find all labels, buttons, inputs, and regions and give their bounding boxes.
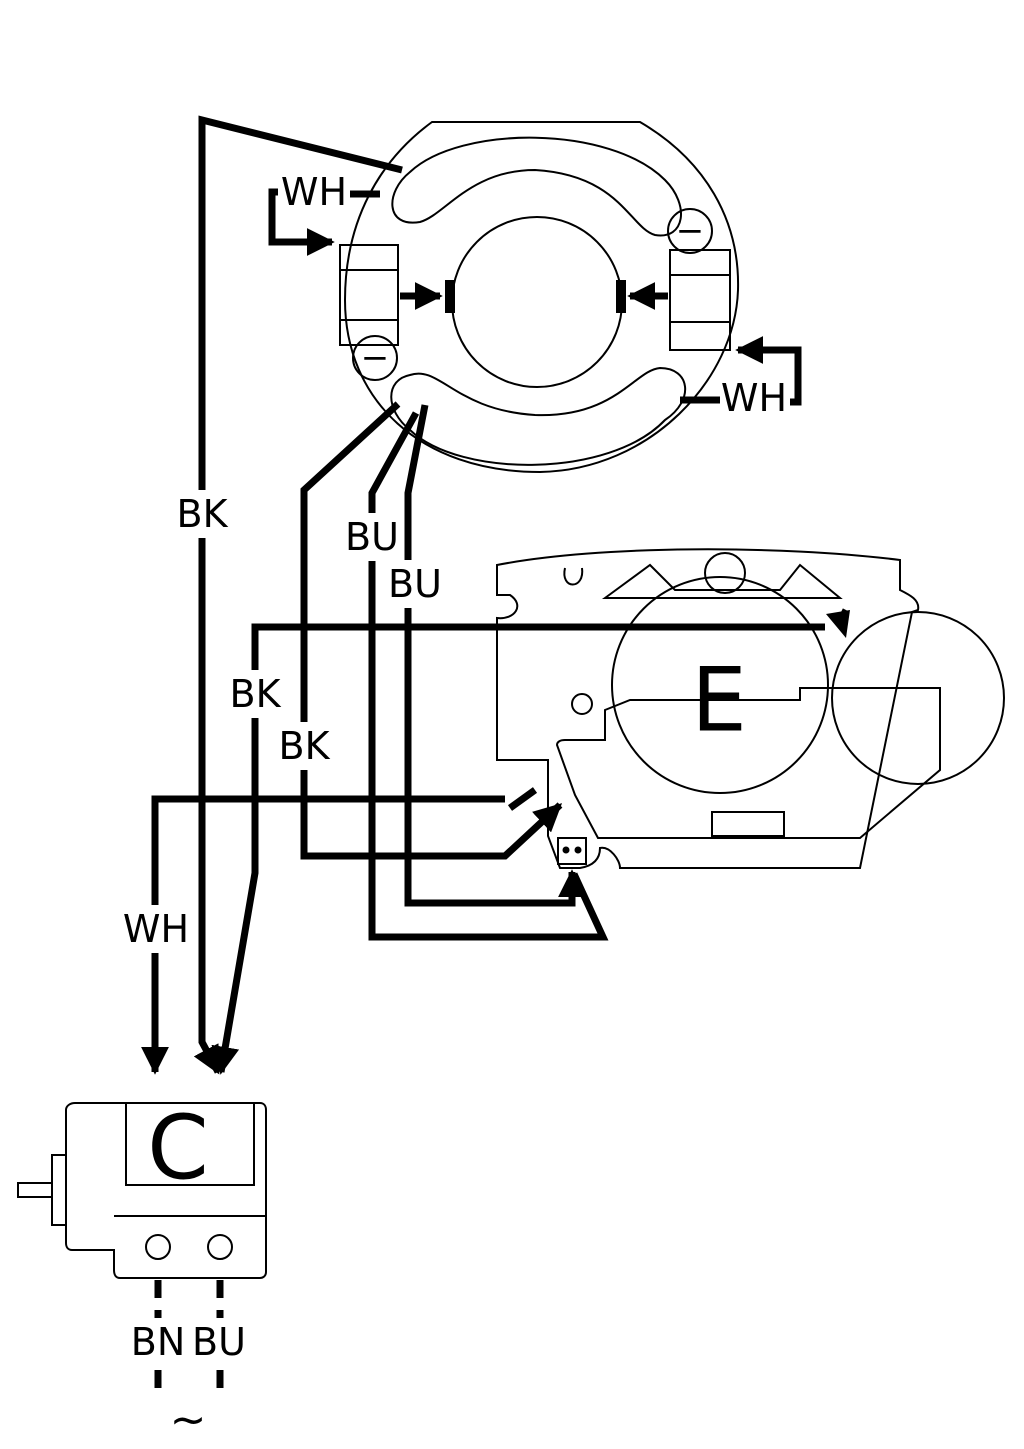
wire-label-wh-top: WH <box>281 170 347 214</box>
polarity-minus-icon: − <box>667 208 713 254</box>
svg-text:−: − <box>676 211 705 251</box>
wire-wh-brush-bottom-loop <box>735 336 802 406</box>
electronics-label: E <box>691 649 747 752</box>
field-coil-top <box>391 136 682 237</box>
capacitor: C <box>17 1097 267 1279</box>
wire-label-bu-1: BU <box>345 515 399 559</box>
supply-label-bn: BN <box>131 1320 186 1364</box>
wire-label-bu-2: BU <box>388 562 442 606</box>
motor-assembly: − − <box>339 121 740 474</box>
wire-bk-field-to-capacitor <box>193 115 403 1075</box>
brush-holder-left <box>339 244 455 346</box>
rotor <box>451 216 623 388</box>
supply-label-bu: BU <box>192 1320 246 1364</box>
connector-block <box>557 837 587 865</box>
wire-label-bk-field-bottom: BK <box>279 724 331 768</box>
wire-bk-field-to-electronics <box>300 401 563 860</box>
wire-label-wh-bottom: WH <box>721 376 787 420</box>
electronics-module: E <box>496 548 1005 869</box>
wire-bk-electronics-to-capacitor <box>211 623 825 1075</box>
wire-label-wh-switch: WH <box>123 907 189 951</box>
wire-label-bk-field-top: BK <box>177 492 229 536</box>
polarity-minus-icon: − <box>352 335 398 381</box>
wire-label-bk-electronics: BK <box>230 672 282 716</box>
wire-wh-switch-to-capacitor <box>141 795 505 1075</box>
svg-text:−: − <box>361 338 390 378</box>
brush-holder-right <box>616 249 731 351</box>
wire-bu-field-to-connector-1 <box>368 411 609 941</box>
wire-labels: BK BU BU BK BK WH BN BU ~ <box>120 490 449 1446</box>
wire-wh-brush-top-loop <box>268 188 335 256</box>
ac-symbol: ~ <box>170 1395 207 1446</box>
capacitor-label: C <box>147 1097 208 1200</box>
wire-bu-field-to-connector-2 <box>404 404 586 907</box>
